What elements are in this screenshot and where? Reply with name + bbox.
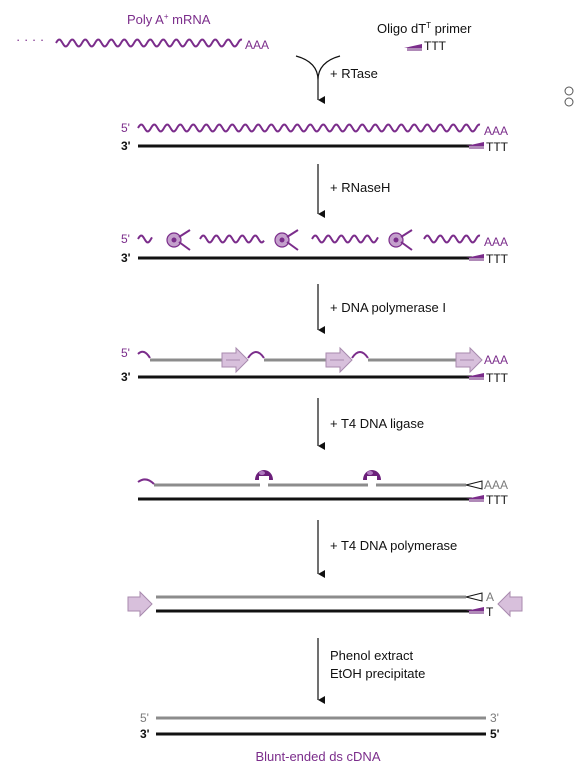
row2-primer-icon bbox=[466, 254, 484, 258]
step-label-rtase: + RTase bbox=[330, 66, 378, 81]
row1-aaa: AAA bbox=[484, 124, 508, 138]
row2-3prime: 3' bbox=[121, 251, 131, 265]
final-right-top: 3' bbox=[490, 711, 499, 725]
row4-ttt: TTT bbox=[486, 493, 509, 507]
row5-end-arrow-icon bbox=[465, 592, 483, 602]
row3-3prime: 3' bbox=[121, 370, 131, 384]
row3-primer-body bbox=[469, 377, 484, 380]
row5-a: A bbox=[486, 590, 494, 604]
row-rnaseh: 5' AAA 3' TTT bbox=[121, 229, 509, 266]
row3-rna-primer-1 bbox=[137, 350, 151, 359]
mrna-wave bbox=[55, 38, 243, 48]
final-left-top: 5' bbox=[140, 711, 149, 725]
row2-rna-fragment-4 bbox=[423, 234, 481, 244]
row5-primer-icon bbox=[466, 607, 484, 611]
mrna-label: Poly A+ mRNA bbox=[127, 12, 211, 27]
row3-5prime: 5' bbox=[121, 346, 130, 360]
row-final: 5' 3' 3' 5' Blunt-ended ds cDNA bbox=[140, 711, 500, 764]
ligase-icon bbox=[363, 470, 381, 480]
row3-primer-icon bbox=[466, 373, 484, 377]
row1-primer-icon bbox=[466, 142, 484, 146]
rnase-h-icon bbox=[166, 229, 191, 251]
corner-glyph-icon bbox=[564, 86, 574, 107]
dna-polymerase-arrow-icon bbox=[221, 346, 249, 374]
ligase-icon bbox=[255, 470, 273, 480]
row4-rna-primer bbox=[137, 478, 155, 485]
final-left-bottom: 3' bbox=[140, 727, 150, 741]
step-label-dna-pol-i: + DNA polymerase I bbox=[330, 300, 446, 315]
row2-rna-fragment-3 bbox=[311, 234, 379, 244]
row-t4-ligase: AAA TTT bbox=[137, 470, 509, 507]
rnase-h-icon bbox=[274, 229, 299, 251]
row3-aaa: AAA bbox=[484, 353, 508, 367]
primer-arrow-icon bbox=[404, 44, 422, 48]
row2-rna-fragment-1 bbox=[137, 234, 153, 244]
dna-polymerase-arrow-icon bbox=[455, 346, 483, 374]
step-arrows: + RTase + RNaseH + DNA polymerase I + T4… bbox=[317, 66, 457, 704]
step-label-t4-ligase: + T4 DNA ligase bbox=[330, 416, 424, 431]
row1-ttt: TTT bbox=[486, 140, 509, 154]
primer-label: Oligo dTT primer bbox=[377, 21, 472, 36]
top-section: Poly A+ mRNA · · · · AAA Oligo dTT prime… bbox=[16, 12, 472, 81]
row1-mrna-wave bbox=[137, 123, 481, 133]
row1-3prime: 3' bbox=[121, 139, 131, 153]
rnase-h-icon bbox=[388, 229, 413, 251]
row5-t: T bbox=[486, 605, 494, 619]
t4-polymerase-arrow-icon bbox=[127, 590, 153, 618]
row1-primer-body bbox=[469, 146, 484, 149]
dna-polymerase-arrow-icon bbox=[325, 346, 353, 374]
step-label-rnaseh: + RNaseH bbox=[330, 180, 390, 195]
step-label-t4-pol: + T4 DNA polymerase bbox=[330, 538, 457, 553]
primer-body bbox=[407, 48, 422, 51]
row2-5prime: 5' bbox=[121, 232, 130, 246]
row4-end-arrow-icon bbox=[465, 480, 483, 490]
row-dna-pol-i: 5' AAA 3' TTT bbox=[121, 346, 509, 385]
step-label-phenol: Phenol extract bbox=[330, 648, 413, 663]
primer-ttt: TTT bbox=[424, 39, 447, 53]
row-hybrid: 5' AAA 3' TTT bbox=[121, 121, 509, 154]
row2-rna-fragment-2 bbox=[199, 234, 265, 244]
t4-polymerase-arrow-icon bbox=[497, 590, 523, 618]
row2-ttt: TTT bbox=[486, 252, 509, 266]
row2-aaa: AAA bbox=[484, 235, 508, 249]
step-label-etoh: EtOH precipitate bbox=[330, 666, 425, 681]
mrna-dots: · · · · bbox=[16, 32, 44, 47]
row4-primer-icon bbox=[466, 495, 484, 499]
row2-primer-body bbox=[469, 258, 484, 261]
row-t4-pol: A T bbox=[127, 590, 523, 619]
row1-5prime: 5' bbox=[121, 121, 130, 135]
row3-ttt: TTT bbox=[486, 371, 509, 385]
mrna-aaa: AAA bbox=[245, 38, 269, 52]
final-right-bottom: 5' bbox=[490, 727, 500, 741]
row3-rna-primer-3 bbox=[351, 351, 369, 359]
row4-aaa: AAA bbox=[484, 478, 508, 492]
row5-primer-body bbox=[469, 611, 484, 614]
final-caption: Blunt-ended ds cDNA bbox=[255, 749, 380, 764]
row3-rna-primer-2 bbox=[247, 351, 265, 359]
row4-primer-body bbox=[469, 499, 484, 502]
